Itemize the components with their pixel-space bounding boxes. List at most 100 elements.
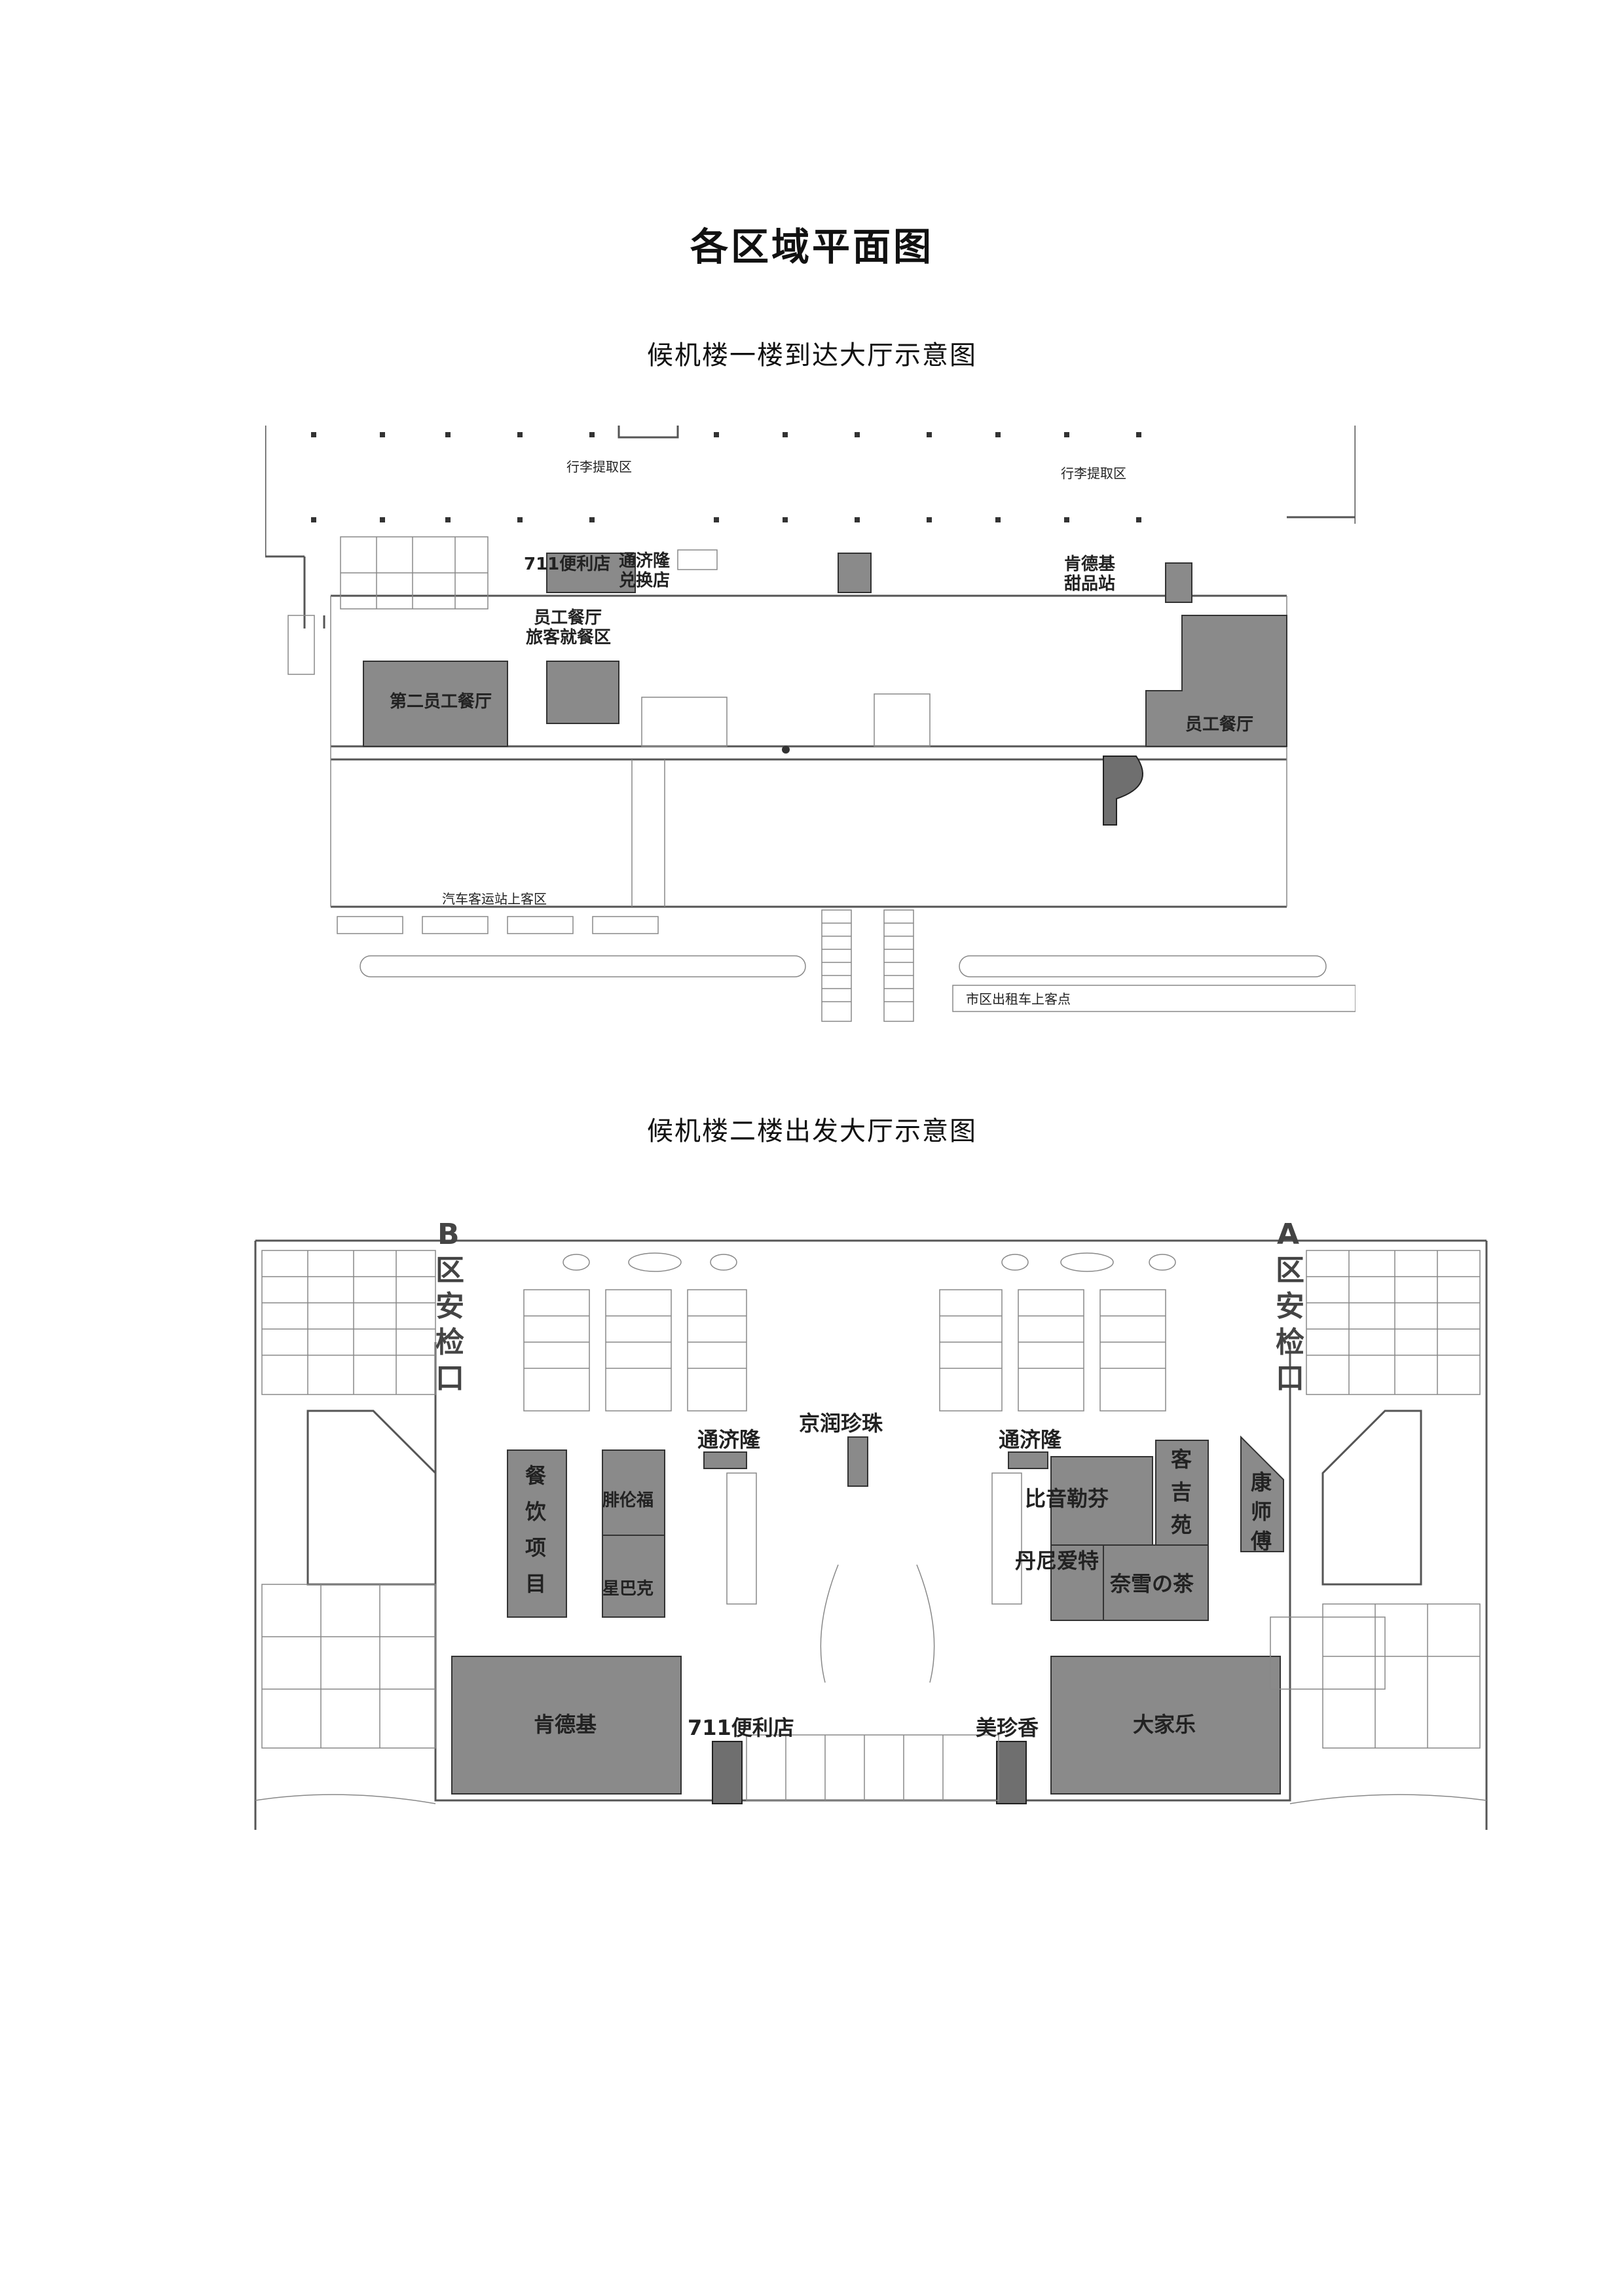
label-catering-1: 餐 — [525, 1463, 547, 1488]
label-second-staff-canteen: 第二员工餐厅 — [390, 691, 492, 712]
security-a-letter: A — [1277, 1218, 1299, 1251]
label-kfc: 肯德基 — [1064, 555, 1116, 574]
plan1-wall-right — [1287, 426, 1356, 524]
plan2-bottom-center — [746, 1734, 999, 1801]
label-kangshifu-2: 师 — [1251, 1499, 1272, 1524]
label-711: 711便利店 — [524, 555, 610, 574]
label-staff-canteen: 员工餐厅 — [534, 608, 602, 628]
label-taxi-area: 市区出租车上客点 — [966, 991, 1071, 1007]
shop-711 — [712, 1741, 743, 1804]
departure-hall-floor-plan: B 区 安 检 口 A 区 安 检 口 京润珍珠 通济隆 通济隆 餐 饮 项 目… — [254, 1218, 1488, 1830]
shop-naixue — [1103, 1544, 1209, 1621]
plan1-taxi-lane-right — [959, 955, 1327, 977]
plan1-pillars-row2 — [311, 517, 1141, 522]
label-bus-area: 汽车客运站上客区 — [442, 891, 547, 907]
label-tongjilong-right: 通济隆 — [999, 1427, 1062, 1452]
plan1-center-left-block — [641, 697, 728, 747]
security-b-char-4: 口 — [435, 1362, 464, 1395]
label-starbucks: 星巴克 — [602, 1579, 654, 1599]
label-kangshifu-1: 康 — [1251, 1470, 1272, 1495]
label-bihun: 比音勒芬 — [1025, 1486, 1109, 1511]
plan1-taxi-pickup-box — [952, 985, 1356, 1012]
label-passenger-dining: 旅客就餐区 — [526, 627, 611, 647]
shop-kfc — [451, 1656, 682, 1795]
plan2-title: 候机楼二楼出发大厅示意图 — [647, 1116, 977, 1146]
plan2-right-block — [1321, 1410, 1422, 1586]
plan2-right-grid — [1306, 1250, 1481, 1395]
shop-kangshifu — [1240, 1435, 1284, 1552]
plan1-pillars-row1 — [311, 432, 1141, 437]
shop-tongjilong-right — [1008, 1451, 1048, 1469]
label-ferrero: 腓伦福 — [602, 1490, 654, 1510]
security-a-char-3: 检 — [1276, 1326, 1304, 1359]
plan2-curbs — [255, 1794, 1487, 1804]
plan1-left-room — [287, 615, 315, 675]
shop-staff-canteen-right — [1145, 615, 1287, 747]
shop-second-staff-canteen — [363, 661, 508, 747]
plan1-wall-left — [265, 426, 325, 629]
arrival-hall-floor-plan: 行李提取区 行李提取区 711便利店 通济隆 兑换店 肯德基 甜品站 员工餐厅 … — [265, 426, 1356, 1022]
plan2-center-right-booth — [991, 1472, 1022, 1605]
plan2-center-left-booth — [726, 1472, 757, 1605]
shop-711-tongjilong — [546, 553, 636, 593]
label-exchange: 兑换店 — [619, 571, 670, 591]
security-a-char-1: 区 — [1276, 1254, 1304, 1287]
label-711: 711便利店 — [688, 1715, 794, 1740]
plan1-title: 候机楼一楼到达大厅示意图 — [647, 340, 977, 371]
label-kangshifu-3: 傅 — [1250, 1529, 1272, 1554]
plan1-top-notch — [618, 426, 679, 439]
plan2-left-block — [306, 1410, 437, 1586]
plan2-left-grid — [261, 1250, 436, 1395]
label-tongjilong: 通济隆 — [619, 551, 671, 571]
plan1-bus-bays — [337, 916, 659, 934]
page-title: 各区域平面图 — [690, 225, 934, 269]
label-catering-2: 饮 — [525, 1499, 547, 1524]
plan2-right-lower — [1322, 1603, 1481, 1749]
label-danier: 丹尼爱特 — [1015, 1548, 1099, 1573]
security-b-letter: B — [437, 1218, 460, 1251]
plan2-left-lower — [261, 1584, 436, 1749]
plan1-inner-lines — [330, 596, 1287, 907]
plan1-concourse-walls — [331, 594, 1287, 908]
label-dajiale: 大家乐 — [1133, 1712, 1196, 1737]
plan1-left-service — [340, 536, 489, 610]
plan1-stairs — [821, 909, 914, 1022]
label-staff-canteen-right: 员工餐厅 — [1185, 715, 1253, 735]
label-catering-3: 项 — [525, 1535, 546, 1560]
plan2-escalator-curves — [820, 1564, 935, 1683]
shop-kfc-dessert — [838, 553, 872, 593]
label-baggage-left: 行李提取区 — [566, 459, 632, 475]
plan2-bottom-dividers — [785, 1735, 944, 1800]
label-dessert: 甜品站 — [1064, 574, 1115, 594]
shop-kejixian — [1155, 1440, 1209, 1546]
plan1-center-right-block — [874, 693, 931, 747]
plan1-center-booth — [677, 549, 718, 570]
shop-tongjilong-left — [703, 1451, 747, 1469]
shop-dajiale — [1050, 1656, 1281, 1795]
shop-right-small — [1165, 562, 1192, 603]
shop-dining-area — [546, 661, 619, 724]
label-meizhenxiang: 美珍香 — [976, 1715, 1039, 1740]
shop-catering — [507, 1449, 567, 1618]
label-jingrun: 京润珍珠 — [799, 1411, 883, 1436]
shop-jingrun — [847, 1436, 868, 1487]
plan2-skylights — [563, 1252, 1176, 1272]
plan1-right-feature — [1103, 756, 1143, 826]
plan2-checkin-islands — [523, 1289, 1166, 1412]
label-kejixian-2: 吉 — [1171, 1480, 1192, 1504]
plan2-outer-walls — [254, 1239, 1488, 1830]
label-kejixian-3: 苑 — [1171, 1512, 1192, 1537]
security-b-char-2: 安 — [435, 1290, 464, 1323]
security-b-char-1: 区 — [435, 1254, 464, 1287]
plan1-center-mark — [782, 746, 790, 754]
security-a-char-2: 安 — [1276, 1290, 1304, 1323]
plan2-right-pattern — [1270, 1616, 1386, 1690]
label-catering-4: 目 — [525, 1571, 546, 1596]
label-kejixian-1: 客 — [1171, 1447, 1192, 1472]
label-kfc: 肯德基 — [534, 1712, 597, 1737]
security-a-char-4: 口 — [1276, 1362, 1304, 1395]
shop-meizhenxiang — [996, 1741, 1027, 1804]
plan1-taxi-lane-left — [360, 955, 806, 977]
label-naixue: 奈雪の茶 — [1109, 1571, 1194, 1596]
security-b-char-3: 检 — [435, 1326, 464, 1359]
